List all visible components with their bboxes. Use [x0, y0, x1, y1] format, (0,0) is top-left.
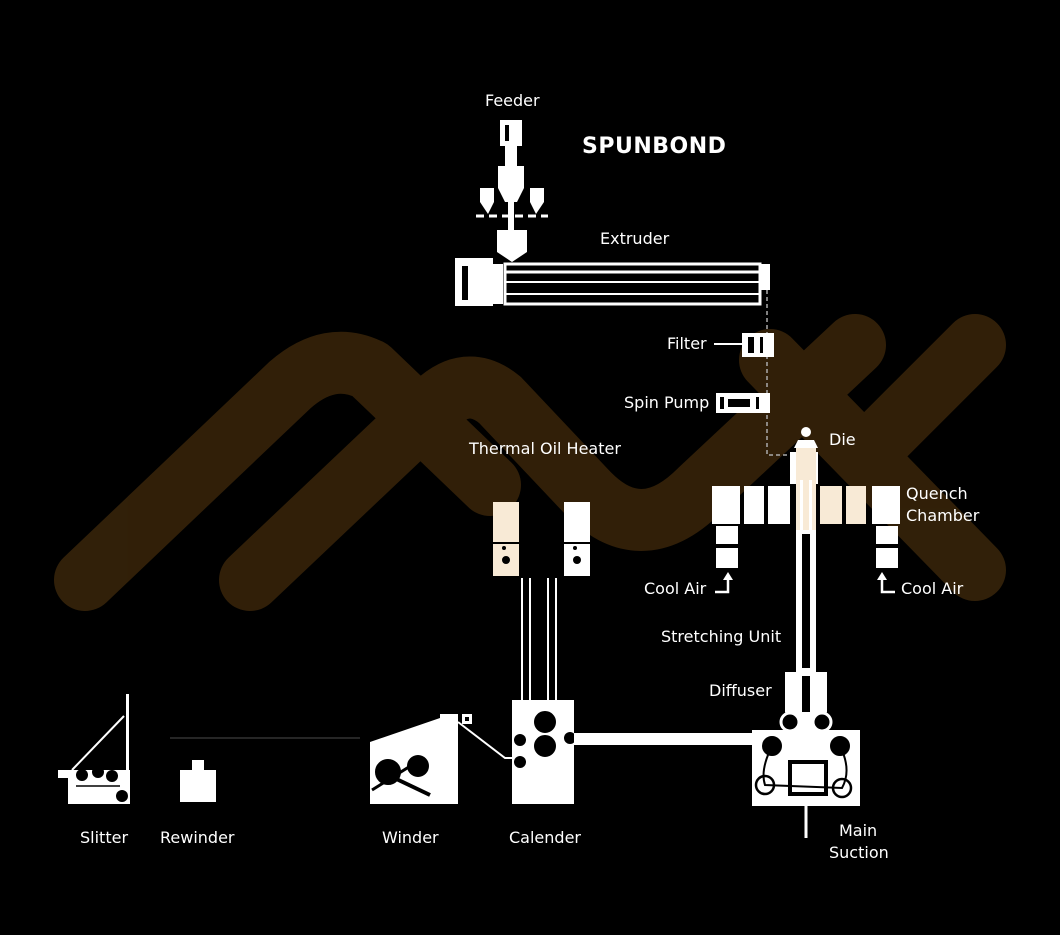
web-conveyor	[574, 733, 752, 745]
label-diffuser: Diffuser	[709, 681, 772, 700]
die-unit	[790, 427, 818, 484]
label-calender: Calender	[509, 828, 581, 847]
rewinder-unit	[170, 737, 360, 802]
label-feeder: Feeder	[485, 91, 540, 110]
watermark-logo	[54, 314, 1006, 611]
label-quench-chamber-line1: Quench	[906, 484, 968, 503]
label-filter: Filter	[667, 334, 707, 353]
label-stretching-unit: Stretching Unit	[661, 627, 781, 646]
label-thermal-oil-heater: Thermal Oil Heater	[468, 439, 621, 458]
filter-unit	[714, 333, 774, 357]
label-winder: Winder	[382, 828, 439, 847]
label-extruder: Extruder	[600, 229, 670, 248]
forming-section	[752, 711, 860, 838]
label-spin-pump: Spin Pump	[624, 393, 709, 412]
extruder-unit	[455, 258, 770, 306]
label-cool-air-right: Cool Air	[901, 579, 964, 598]
label-die: Die	[829, 430, 856, 449]
thermal-oil-heater-unit	[493, 502, 590, 700]
diagram-title: SPUNBOND	[582, 134, 726, 159]
stretching-channel	[796, 480, 816, 672]
label-rewinder: Rewinder	[160, 828, 235, 847]
spin-pump-unit	[716, 393, 770, 413]
calender-unit	[512, 700, 576, 804]
quench-chamber-unit	[712, 486, 900, 568]
cool-air-right-arrow	[877, 572, 895, 594]
cool-air-left-arrow	[715, 572, 733, 594]
label-main-suction-line2: Suction	[829, 843, 889, 862]
winder-unit	[370, 714, 512, 804]
label-slitter: Slitter	[80, 828, 128, 847]
label-quench-chamber-line2: Chamber	[906, 506, 980, 525]
polymer-pipe	[766, 290, 800, 456]
feeder-unit	[476, 120, 548, 262]
label-cool-air-left: Cool Air	[644, 579, 707, 598]
label-main-suction-line1: Main	[839, 821, 877, 840]
slitter-unit	[58, 694, 130, 804]
